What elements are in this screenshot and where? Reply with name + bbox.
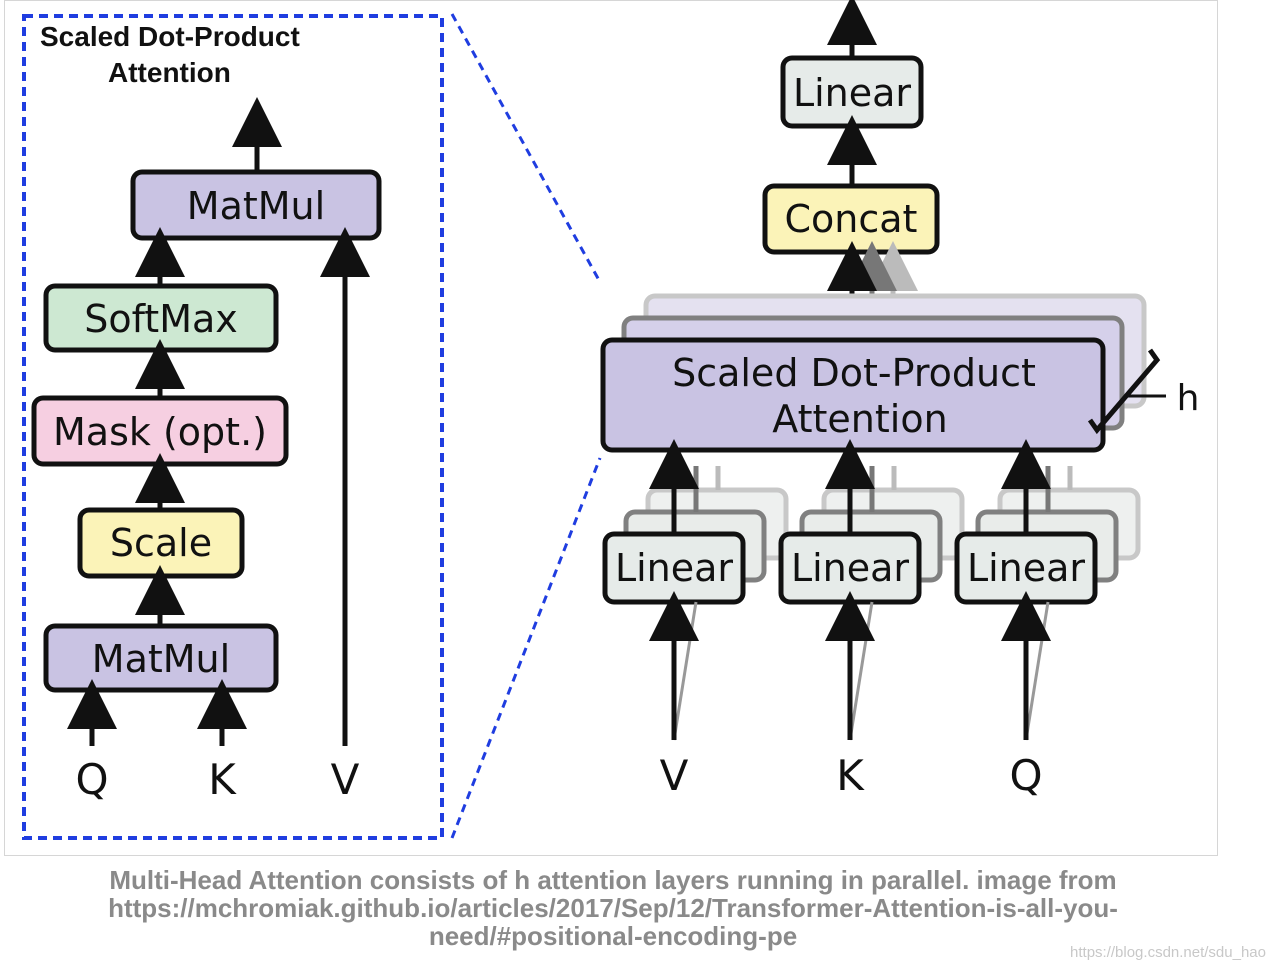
attention-label-line2: Attention	[772, 397, 947, 441]
left-panel-border	[22, 14, 444, 840]
concat-label: Concat	[785, 197, 918, 241]
left-input-k: K	[208, 755, 237, 804]
scale-label: Scale	[110, 521, 212, 565]
figure-caption: Multi-Head Attention consists of h atten…	[0, 866, 1226, 950]
caption-line-3: need/#positional-encoding-pe	[428, 921, 798, 951]
heads-label: h	[1177, 378, 1200, 419]
caption-line-2: https://mchromiak.github.io/articles/201…	[108, 893, 1118, 923]
right-input-v: V	[660, 751, 689, 800]
attention-diagram: Scaled Dot-Product Attention MatMul Soft…	[22, 0, 1200, 840]
caption-line-1: Multi-Head Attention consists of h atten…	[109, 865, 1117, 895]
matmul-bottom-box	[43, 623, 279, 693]
right-input-k: K	[836, 751, 865, 800]
right-input-q: Q	[1009, 751, 1042, 800]
watermark: https://blog.csdn.net/sdu_hao	[1070, 944, 1266, 961]
arrow-q-fan-1	[1024, 601, 1050, 741]
softmax-label: SoftMax	[84, 297, 238, 341]
left-input-v: V	[331, 755, 360, 804]
matmul-bottom-label: MatMul	[92, 637, 230, 681]
zoom-line-bottom	[450, 457, 602, 839]
left-panel-title-line1: Scaled Dot-Product	[40, 21, 300, 52]
matmul-top-label: MatMul	[187, 184, 325, 228]
arrow-k-fan-1	[848, 601, 874, 741]
mask-label: Mask (opt.)	[53, 410, 267, 454]
linear-k-label: Linear	[791, 546, 909, 590]
arrow-v-fan-1	[672, 601, 698, 741]
matmul-top-box	[130, 169, 382, 241]
left-panel-title-line2: Attention	[108, 57, 231, 88]
linear-v-label: Linear	[615, 546, 733, 590]
left-input-q: Q	[75, 755, 108, 804]
linear-top-label: Linear	[793, 71, 911, 115]
linear-q-label: Linear	[967, 546, 1085, 590]
attention-label-line1: Scaled Dot-Product	[672, 351, 1036, 395]
zoom-line-top	[450, 13, 602, 283]
